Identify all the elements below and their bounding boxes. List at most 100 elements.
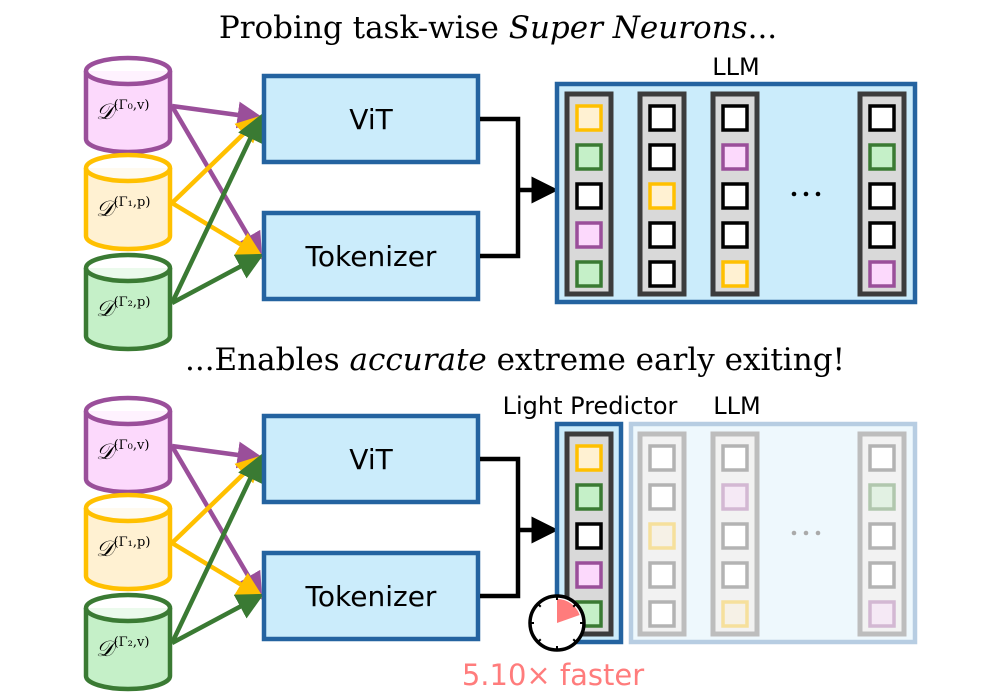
ellipsis-dot bbox=[815, 191, 821, 197]
neuron-cell-black bbox=[721, 104, 749, 132]
vit-encoder-label: ViT bbox=[349, 443, 393, 476]
dataset-label: 𝒟(Γ₂,v) bbox=[96, 635, 149, 662]
neuron-cell-green bbox=[575, 143, 603, 171]
cylinder-body bbox=[83, 268, 173, 352]
faded-llm-layer-column-0 bbox=[637, 431, 687, 637]
llm-layer-column-2 bbox=[710, 91, 760, 297]
vit-encoder-box bbox=[261, 73, 481, 165]
neuron-cell-purple bbox=[868, 260, 896, 288]
neuron-cell-purple bbox=[868, 600, 896, 628]
dataset-label: 𝒟(Γ₁,p) bbox=[96, 195, 150, 222]
neuron-cell-black bbox=[868, 104, 896, 132]
neuron-cell-purple bbox=[575, 221, 603, 249]
neuron-cell-black bbox=[721, 561, 749, 589]
flow-arrow-green-to-tokenizer bbox=[170, 593, 264, 645]
vit-encoder: ViT bbox=[261, 413, 481, 505]
dataset-cylinder-1: 𝒟(Γ₁,p) bbox=[83, 152, 173, 252]
tokenizer-encoder-box bbox=[261, 210, 481, 302]
tokenizer-encoder: Tokenizer bbox=[261, 550, 481, 642]
flow-arrow-green-to-vit bbox=[169, 453, 263, 644]
neuron-cell-purple bbox=[721, 143, 749, 171]
faded-llm-layer-column-1 bbox=[710, 431, 760, 637]
neuron-cell-black bbox=[868, 444, 896, 472]
neuron-cell-yellow bbox=[648, 522, 676, 550]
dataset-symbol: 𝒟 bbox=[96, 100, 118, 125]
neuron-cell-green bbox=[575, 260, 603, 288]
cylinder-top bbox=[83, 395, 173, 427]
connector-bracket bbox=[480, 456, 521, 599]
llm-layer-column-1 bbox=[637, 91, 687, 297]
dataset-superscript: (Γ₁,p) bbox=[114, 195, 151, 210]
flow-arrow-green-to-tokenizer bbox=[170, 253, 264, 305]
timer-tick bbox=[572, 603, 577, 608]
cylinder-top bbox=[83, 55, 173, 87]
llm-layer-column-3 bbox=[857, 91, 907, 297]
neuron-cell-yellow bbox=[575, 104, 603, 132]
dataset-cylinder-2: 𝒟(Γ₂,p) bbox=[83, 252, 173, 352]
tokenizer-encoder-box bbox=[261, 550, 481, 642]
neuron-cell-yellow bbox=[721, 260, 749, 288]
dataset-symbol: 𝒟 bbox=[96, 440, 118, 465]
cylinder-top bbox=[83, 492, 173, 524]
top-title-suffix: ... bbox=[748, 10, 778, 46]
dataset-superscript: (Γ₀,v) bbox=[114, 98, 150, 113]
light-predictor-label: Light Predictor bbox=[503, 392, 678, 420]
dataset-cylinder-0: 𝒟(Γ₀,v) bbox=[83, 55, 173, 155]
cylinder-body bbox=[83, 608, 173, 692]
neuron-cell-green bbox=[868, 483, 896, 511]
vit-encoder-label: ViT bbox=[349, 103, 393, 136]
cylinder-top bbox=[83, 252, 173, 284]
llm-label: LLM bbox=[712, 53, 759, 81]
connector-bracket bbox=[480, 116, 521, 259]
top-title-italic: Super Neurons bbox=[509, 10, 748, 46]
ellipsis-dot bbox=[791, 191, 797, 197]
fusion-connector bbox=[480, 116, 559, 259]
ellipsis-dot bbox=[815, 530, 821, 536]
dataset-superscript: (Γ₀,v) bbox=[114, 438, 150, 453]
dataset-label: 𝒟(Γ₂,p) bbox=[96, 295, 150, 322]
cylinder-top bbox=[83, 592, 173, 624]
top-title: Probing task-wise Super Neurons... bbox=[219, 10, 777, 46]
faded-llm-ellipsis bbox=[791, 530, 821, 536]
neuron-cell-black bbox=[721, 522, 749, 550]
dataset-symbol: 𝒟 bbox=[96, 637, 118, 662]
timer-tick bbox=[537, 603, 542, 608]
neuron-cell-black bbox=[648, 221, 676, 249]
flow-arrow-purple-to-tokenizer bbox=[170, 444, 263, 600]
neuron-cell-green bbox=[575, 483, 603, 511]
ellipsis-dot bbox=[791, 530, 797, 536]
cylinder-body bbox=[83, 71, 173, 155]
speedup-label: 5.10× faster bbox=[462, 658, 644, 692]
dataset-symbol: 𝒟 bbox=[96, 297, 118, 322]
flow-arrow-purple-to-vit bbox=[171, 101, 265, 129]
faded-llm-layer-column-2 bbox=[857, 431, 907, 637]
flow-arrow-yellow-to-tokenizer bbox=[170, 541, 264, 599]
bottom-title-suffix: extreme early exiting! bbox=[487, 342, 845, 378]
bottom-title-prefix: ...Enables bbox=[185, 342, 350, 378]
neuron-cell-black bbox=[648, 104, 676, 132]
dataset-label: 𝒟(Γ₁,p) bbox=[96, 535, 150, 562]
neuron-cell-green bbox=[868, 143, 896, 171]
fusion-connector bbox=[480, 456, 559, 599]
vit-encoder: ViT bbox=[261, 73, 481, 165]
dataset-superscript: (Γ₁,p) bbox=[114, 535, 151, 550]
flow-arrow-green-to-vit bbox=[169, 113, 263, 304]
neuron-cell-black bbox=[648, 483, 676, 511]
dataset-cylinder-0: 𝒟(Γ₀,v) bbox=[83, 395, 173, 495]
ellipsis-dot bbox=[803, 530, 809, 536]
neuron-cell-yellow bbox=[648, 182, 676, 210]
timer-tick bbox=[537, 638, 542, 643]
flow-arrow-yellow-to-tokenizer bbox=[170, 201, 264, 259]
neuron-cell-black bbox=[575, 182, 603, 210]
ellipsis-dot bbox=[803, 191, 809, 197]
tokenizer-encoder-label: Tokenizer bbox=[305, 240, 437, 273]
timer-icon bbox=[528, 594, 586, 652]
dataset-symbol: 𝒟 bbox=[96, 537, 118, 562]
llm-layer-column-0 bbox=[564, 91, 614, 297]
timer-elapsed-wedge bbox=[557, 599, 580, 623]
neuron-cell-black bbox=[868, 561, 896, 589]
top-title-prefix: Probing task-wise bbox=[219, 10, 509, 46]
